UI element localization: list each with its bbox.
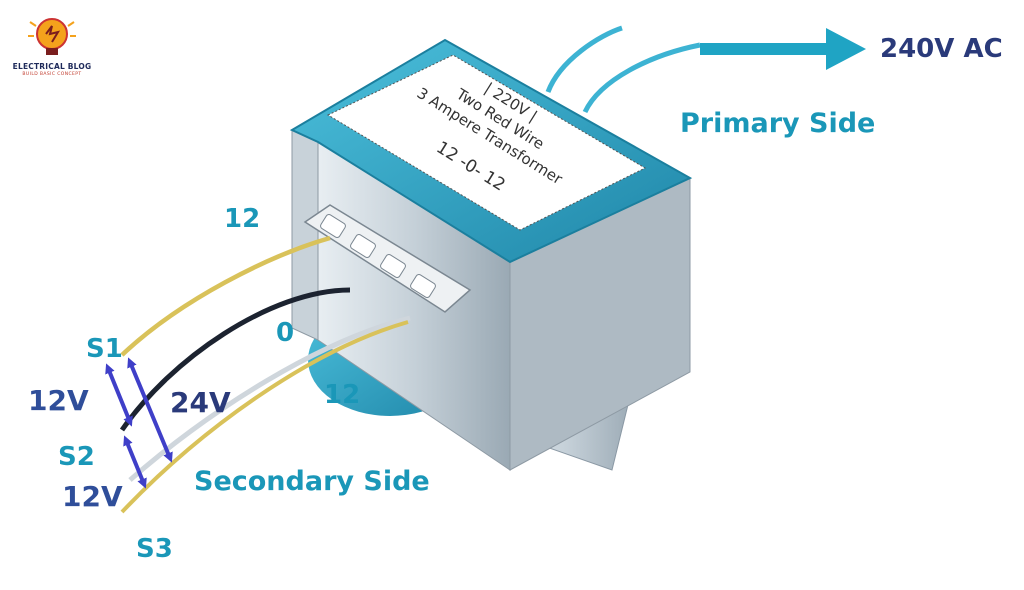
core-left-side [291,129,319,341]
label-plate [326,54,647,231]
voltage-label-lower-12v: 12V [62,480,123,513]
voltage-arrow-24v [127,357,173,463]
primary-side-label: Primary Side [680,108,876,139]
wire-label-center-0: 0 [276,318,295,348]
tap-label-s2: S2 [58,442,95,472]
secondary-side-label: Secondary Side [194,466,430,497]
wire-label-bottom-12: 12 [324,380,361,410]
voltage-arrow-12v-upper [105,363,133,427]
terminal-block [303,204,472,313]
wire-label-top-12: 12 [224,204,261,234]
primary-wire-2 [582,42,701,114]
primary-voltage-label: 240V AC [880,34,1003,64]
primary-arrow-icon [700,28,866,70]
logo-brand-text: ELECTRICAL BLOG [12,62,92,71]
tap-label-s3: S3 [136,534,173,564]
electrical-blog-logo: ELECTRICAL BLOG BUILD BASIC CONCEPT [10,14,94,84]
voltage-label-total-24v: 24V [170,386,231,419]
logo-tagline: BUILD BASIC CONCEPT [22,72,82,77]
tap-label-s1: S1 [86,334,123,364]
voltage-label-upper-12v: 12V [28,384,89,417]
wire-yellow-bottom [120,320,409,514]
primary-wire-1 [545,25,623,93]
lightbulb-icon [28,18,76,55]
wire-yellow-top [120,235,331,357]
